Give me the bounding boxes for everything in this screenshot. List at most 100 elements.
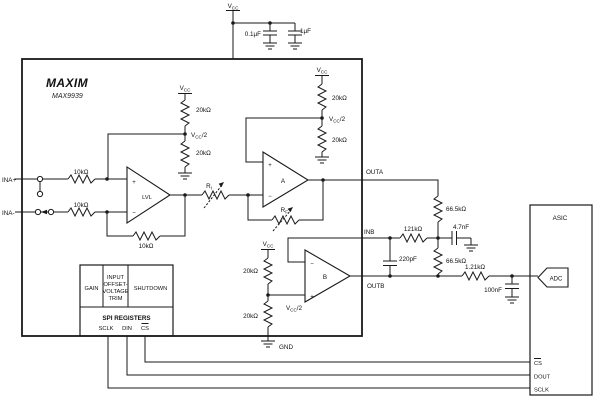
vcc2-label: VCC/2	[329, 116, 346, 124]
bypass-cap-1uf: 1µF	[287, 23, 311, 50]
pin-label-outa: OUTA	[366, 169, 384, 176]
cap2-value: 1µF	[300, 28, 311, 35]
vcc2-label: VCC/2	[286, 305, 303, 313]
adc-label: ADC	[550, 277, 563, 283]
resistor-value: 20kΩ	[332, 95, 347, 102]
ground-icon	[177, 172, 193, 180]
vcc2-label: VCC/2	[191, 132, 208, 140]
asic-box: ASIC ADC CS DOUT SCLK	[529, 204, 593, 396]
plus-input: +	[268, 163, 272, 169]
wire-outa	[362, 179, 439, 196]
cap-4n7: 4.7nF	[451, 224, 479, 252]
asic-title: ASIC	[553, 215, 568, 222]
resistor-20k	[179, 99, 191, 127]
wire-feedback	[160, 195, 186, 237]
pin-label-ina-plus: INA+	[2, 177, 16, 184]
adc-input-icon	[537, 267, 569, 288]
pin-label-outb: OUTB	[367, 283, 385, 290]
pin-label-inb: INB	[364, 229, 375, 236]
resistor-20k	[262, 257, 274, 285]
opamp-lvl: + − LVL 10kΩ	[106, 165, 202, 250]
wire-inb-internal	[287, 237, 362, 263]
opamp-a-label: A	[281, 178, 286, 185]
wire-vcc2-to-ampA	[245, 117, 322, 163]
resistor-value: 10kΩ	[74, 202, 89, 209]
input-section: INA+ 10kΩ INA- 10kΩ	[2, 169, 127, 218]
asic-pin-cs: CS	[534, 361, 542, 367]
svg-text:VOLTAGE: VOLTAGE	[102, 289, 128, 295]
resistor-value: 121kΩ	[404, 226, 423, 233]
pin-label-sclk: SCLK	[99, 326, 114, 332]
vcc-label: VCC	[180, 85, 192, 93]
resistor-66k5-top	[432, 195, 444, 223]
resistor-10k-ina-plus	[67, 173, 96, 185]
asic-pin-sclk: SCLK	[534, 388, 549, 394]
rf-label: RF	[281, 207, 289, 215]
part-number: MAX9939	[52, 93, 83, 100]
gnd-pin-label: GND	[279, 344, 293, 351]
trim-arrow-icon	[218, 182, 224, 188]
register-gain: GAIN	[85, 286, 99, 292]
maxim-logo: MAXIM	[46, 76, 89, 90]
resistor-value: 66.5kΩ	[446, 258, 466, 265]
minus-input: −	[268, 194, 272, 200]
resistor-value: 66.5kΩ	[446, 206, 466, 213]
resistor-value: 20kΩ	[243, 268, 258, 275]
minus-input: −	[132, 211, 136, 217]
register-offset-trim: INPUT OFFSET- VOLTAGE TRIM	[102, 275, 128, 302]
wire-vcc2-to-lvl	[107, 133, 185, 179]
pin-label-ina-minus: INA-	[2, 210, 15, 217]
vcc2-divider-3: VCC 20kΩ VCC/2 20kΩ GND	[243, 241, 305, 351]
plus-input: +	[132, 180, 136, 186]
spi-registers-box: GAIN INPUT OFFSET- VOLTAGE TRIM SHUTDOWN…	[79, 264, 174, 337]
resistor-20k	[179, 140, 191, 168]
cap-value: 220pF	[399, 256, 417, 263]
vcc-label: VCC	[317, 67, 329, 75]
svg-text:OFFSET-: OFFSET-	[103, 282, 127, 288]
trim-arrow-icon	[287, 207, 293, 213]
cap1-value: 0.1µF	[245, 31, 261, 38]
resistor-value: 20kΩ	[196, 107, 211, 114]
ground-icon	[262, 42, 278, 50]
opamp-b-label: B	[323, 274, 327, 281]
pin-label-cs: CS	[141, 326, 149, 332]
ri-label: RI	[206, 183, 212, 191]
cap-value: 100nF	[484, 287, 502, 294]
wire-feedback-a	[247, 195, 272, 221]
resistor-value: 20kΩ	[332, 137, 347, 144]
cap-value: 4.7nF	[453, 224, 469, 231]
switch-contact-icon	[34, 208, 42, 216]
bypass-cap-0p1uf: 0.1µF	[245, 23, 278, 50]
resistor-10k-ina-minus	[67, 206, 96, 218]
ground-icon	[260, 340, 276, 348]
switch-contact-icon	[36, 175, 44, 183]
resistor-value: 10kΩ	[139, 243, 154, 250]
cap-100n: 100nF	[484, 276, 520, 304]
vcc-label: VCC	[263, 241, 275, 249]
ground-icon	[314, 156, 330, 164]
resistor-121k	[399, 232, 428, 244]
opamp-lvl-label: LVL	[142, 195, 152, 201]
switch-contact-icon	[36, 190, 44, 198]
resistor-value: 1.21kΩ	[465, 264, 485, 271]
opamp-b: − + B	[287, 237, 362, 303]
vcc-label: VCC	[228, 3, 240, 11]
vcc-bypass-network: VCC 0.1µF 1µF	[226, 3, 311, 59]
spi-bus-wires	[107, 336, 530, 389]
resistor-ri-variable: RI	[201, 182, 263, 209]
ground-icon	[463, 244, 479, 252]
spi-registers-title: SPI REGISTERS	[102, 315, 150, 322]
resistor-value: 20kΩ	[243, 313, 258, 320]
svg-text:INPUT: INPUT	[107, 275, 125, 281]
resistor-10k-feedback	[132, 230, 161, 242]
plus-input: +	[310, 295, 314, 301]
external-filter-network: 66.5kΩ 121kΩ 4.7nF 66.5kΩ 220pF 1.21kΩ	[362, 179, 538, 304]
resistor-1k21	[461, 270, 490, 282]
vcc2-divider-1: VCC 20kΩ VCC/2 20kΩ	[107, 85, 211, 180]
ic-boundary	[21, 58, 363, 337]
asic-pin-dout: DOUT	[534, 375, 551, 381]
ground-icon	[504, 296, 520, 304]
switch-contact-icon	[47, 208, 55, 216]
resistor-20k	[262, 300, 274, 328]
pin-label-din: DIN	[122, 326, 132, 332]
